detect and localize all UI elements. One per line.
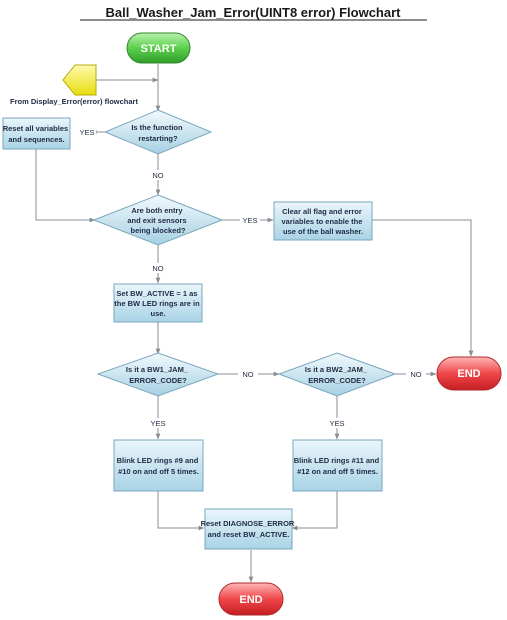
svg-text:Clear all flag and error: Clear all flag and error variables to en… bbox=[282, 207, 365, 236]
process-reset-diagnose: Reset DIAGNOSE_ERROR and reset BW_ACTIVE… bbox=[201, 508, 297, 550]
end-right-label: END bbox=[457, 368, 480, 380]
start-terminal: START bbox=[126, 32, 191, 64]
restart-line-2: restarting? bbox=[138, 134, 178, 143]
active-line-3: use. bbox=[150, 309, 165, 318]
decision-sensors: Are both entry and exit sensors being bl… bbox=[92, 194, 224, 246]
process-blink-11-12: Blink LED rings #11 and #12 on and off 5… bbox=[292, 439, 383, 492]
active-line-2: the BW LED rings are in bbox=[114, 299, 200, 308]
label-bw2-no: NO bbox=[410, 370, 421, 379]
connectors bbox=[35, 64, 474, 583]
bw2-line-2: ERROR_CODE? bbox=[308, 376, 366, 385]
label-sensors-no: NO bbox=[152, 264, 163, 273]
sensors-line-1: Are both entry bbox=[131, 206, 183, 215]
label-restart-no: NO bbox=[152, 171, 163, 180]
sensors-line-2: and exit sensors bbox=[127, 216, 186, 225]
active-line-1: Set BW_ACTIVE = 1 as bbox=[116, 289, 197, 298]
decision-bw2-jam: Is it a BW2_JAM_ ERROR_CODE? bbox=[277, 352, 397, 397]
reset-vars-line-2: and sequences. bbox=[8, 135, 64, 144]
svg-text:Reset all variables and: Reset all variables and sequences. bbox=[3, 124, 71, 144]
sensors-line-3: being blocked? bbox=[130, 226, 185, 235]
label-bw2-yes: YES bbox=[329, 419, 344, 428]
restart-line-1: Is the function bbox=[131, 123, 183, 132]
decision-restarting: Is the function restarting? bbox=[103, 109, 213, 155]
process-blink-9-10: Blink LED rings #9 and #10 on and off 5 … bbox=[113, 439, 204, 492]
reset-vars-line-1: Reset all variables bbox=[3, 124, 68, 133]
bw2-line-1: Is it a BW2_JAM_ bbox=[305, 365, 368, 374]
bw1-line-1: Is it a BW1_JAM_ bbox=[126, 365, 189, 374]
blink2-line-1: Blink LED rings #11 and bbox=[294, 456, 380, 465]
process-set-bw-active: Set BW_ACTIVE = 1 as the BW LED rings ar… bbox=[113, 283, 203, 323]
offpage-connector bbox=[62, 64, 97, 96]
svg-text:Blink LED rings #9 and #: Blink LED rings #9 and #10 on and off 5 … bbox=[117, 456, 201, 476]
bw1-line-2: ERROR_CODE? bbox=[129, 376, 187, 385]
svg-text:Is it a BW2_JAM_ ERROR_C: Is it a BW2_JAM_ ERROR_CODE? bbox=[305, 365, 369, 385]
svg-text:Are both entry and exit: Are both entry and exit sensors being bl… bbox=[127, 206, 188, 235]
svg-text:Set BW_ACTIVE = 1 as the: Set BW_ACTIVE = 1 as the BW LED rings ar… bbox=[114, 289, 202, 318]
process-reset-variables: Reset all variables and sequences. bbox=[2, 117, 71, 150]
edge-clear-to-end bbox=[372, 219, 474, 357]
edge-labels: YES NO YES NO NO NO YES YES bbox=[78, 127, 426, 428]
edge-reset-to-sensors bbox=[35, 148, 96, 223]
clear-line-1: Clear all flag and error bbox=[282, 207, 362, 216]
page-title: Ball_Washer_Jam_Error(UINT8 error) Flowc… bbox=[105, 5, 401, 20]
process-clear-flags: Clear all flag and error variables to en… bbox=[273, 201, 373, 241]
offpage-label: From Display_Error(error) flowchart bbox=[10, 97, 138, 106]
edge-blink2-to-reset bbox=[291, 491, 338, 531]
blink1-line-1: Blink LED rings #9 and bbox=[117, 456, 199, 465]
clear-line-3: use of the ball washer. bbox=[283, 227, 363, 236]
blink2-line-2: #12 on and off 5 times. bbox=[297, 467, 378, 476]
svg-text:Reset DIAGNOSE_ERROR and: Reset DIAGNOSE_ERROR and reset BW_ACTIVE… bbox=[201, 519, 297, 539]
svg-text:Is it a BW1_JAM_ ERROR_C: Is it a BW1_JAM_ ERROR_CODE? bbox=[126, 365, 190, 385]
label-bw1-no: NO bbox=[242, 370, 253, 379]
end-bottom-label: END bbox=[239, 594, 262, 606]
label-sensors-yes: YES bbox=[242, 216, 257, 225]
svg-text:Is the function restarti: Is the function restarting? bbox=[131, 123, 184, 143]
edge-blink1-to-reset bbox=[157, 491, 205, 531]
reset-diag-line-1: Reset DIAGNOSE_ERROR bbox=[201, 519, 295, 528]
end-terminal-right: END bbox=[436, 356, 502, 391]
blink1-line-2: #10 on and off 5 times. bbox=[118, 467, 199, 476]
start-label: START bbox=[141, 43, 177, 55]
label-bw1-yes: YES bbox=[150, 419, 165, 428]
end-terminal-bottom: END bbox=[218, 582, 284, 616]
label-restart-yes: YES bbox=[79, 128, 94, 137]
clear-line-2: variables to enable the bbox=[282, 217, 363, 226]
svg-text:Blink LED rings #11 and: Blink LED rings #11 and #12 on and off 5… bbox=[294, 456, 382, 476]
reset-diag-line-2: and reset BW_ACTIVE. bbox=[208, 530, 290, 539]
decision-bw1-jam: Is it a BW1_JAM_ ERROR_CODE? bbox=[96, 352, 220, 397]
